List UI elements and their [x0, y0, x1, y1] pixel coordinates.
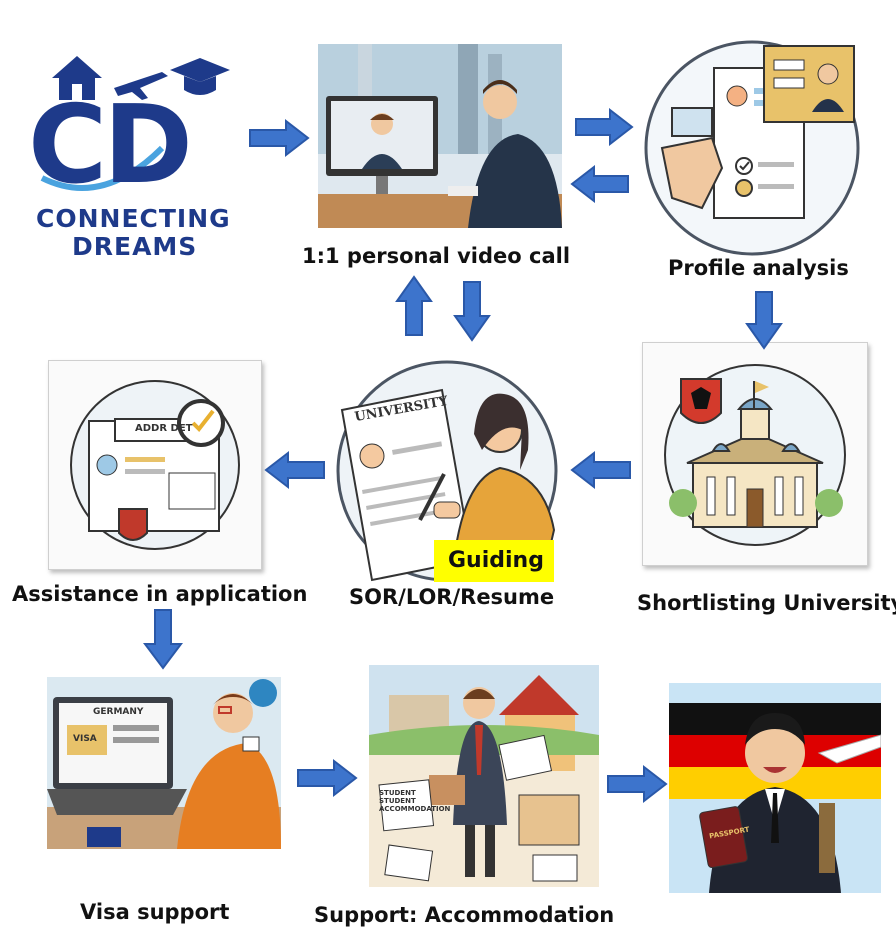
visa-support-illustration: GERMANY VISA [47, 677, 281, 849]
step-profile-analysis-label: Profile analysis [668, 256, 849, 280]
arrow-right-icon [607, 764, 668, 804]
germany-arrival-illustration: PASSPORT [669, 683, 881, 893]
arrow-up-icon [395, 275, 433, 336]
arrow-right-icon [575, 108, 634, 146]
arrow-left-icon [570, 450, 631, 490]
address-card-text: ADDR DET [135, 423, 193, 434]
video-call-illustration [318, 44, 562, 228]
sor-lor-resume-illustration: UNIVERSITY [332, 360, 562, 582]
step-sor-lor-label: SOR/LOR/Resume [349, 585, 555, 609]
arrow-right-icon [249, 118, 310, 158]
logo-initials: CD [28, 83, 193, 208]
step-visa-label: Visa support [80, 900, 230, 924]
connecting-dreams-logo: CD CONNECTING DREAMS [22, 48, 247, 263]
accommodation-illustration: STUDENT STUDENT ACCOMMODATION [369, 665, 599, 887]
guiding-highlight [434, 540, 554, 582]
logo-line1: CONNECTING [36, 204, 231, 233]
step-video-call-label: 1:1 personal video call [302, 244, 571, 268]
arrow-left-icon [570, 165, 629, 203]
logo-graphic-icon [40, 56, 230, 191]
step-shortlisting-label: Shortlisting University [637, 591, 896, 615]
assistance-application-illustration: ADDR DET [48, 360, 262, 570]
step-accommodation-label: Support: Accommodation [314, 903, 615, 927]
visa-germany-text: GERMANY [93, 707, 144, 717]
arrow-right-icon [297, 758, 358, 798]
profile-analysis-illustration [642, 38, 862, 258]
logo-line2: DREAMS [72, 232, 198, 261]
step-guiding-label: Guiding [448, 548, 544, 573]
student-accommodation-text: STUDENT STUDENT ACCOMMODATION [379, 789, 451, 813]
arrow-down-icon [143, 609, 183, 670]
step-assistance-label: Assistance in application [12, 582, 308, 606]
arrow-down-icon [745, 291, 783, 350]
arrow-down-icon [453, 281, 491, 342]
visa-text: VISA [73, 734, 97, 744]
arrow-left-icon [264, 450, 325, 490]
shortlisting-university-illustration [642, 342, 868, 566]
